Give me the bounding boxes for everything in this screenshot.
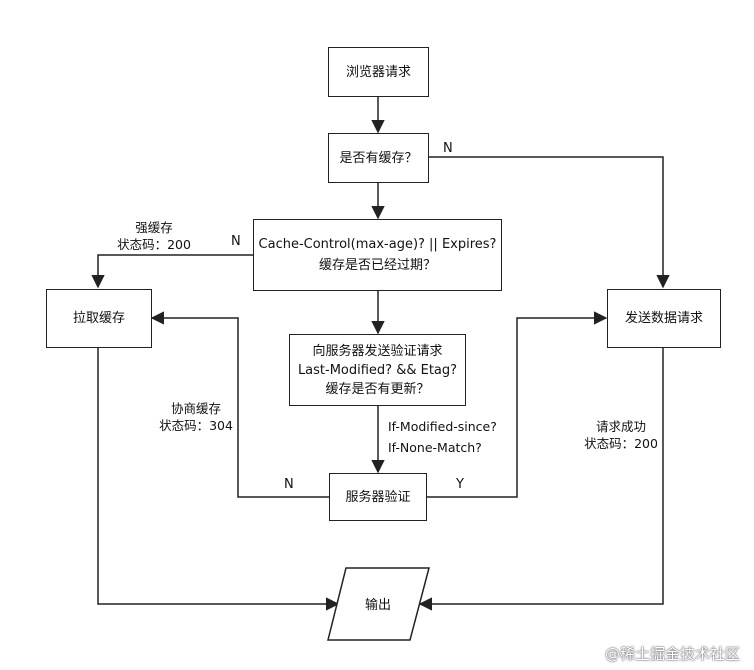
node-validate-line1: 向服务器发送验证请求	[312, 343, 443, 359]
label-strong-cache-line1: 强缓存	[135, 220, 173, 235]
node-has-cache: 是否有缓存？	[328, 133, 429, 183]
label-validation-headers: If-Modified-since? If-None-Match?	[388, 416, 497, 458]
node-check-expire-line2: 缓存是否已经过期？	[318, 258, 436, 273]
label-request-success-line2: 状态码：200	[584, 436, 658, 451]
arrow-no-cache-to-send	[429, 156, 670, 289]
node-server-validate-label: 服务器验证	[345, 489, 411, 505]
node-server-validate: 服务器验证	[329, 473, 427, 521]
output-shape	[327, 567, 430, 641]
node-read-cache: 拉取缓存	[46, 289, 152, 348]
label-negotiate-cache-line1: 协商缓存	[170, 401, 221, 416]
arrow-server-y-to-send	[427, 311, 608, 498]
node-has-cache-label: 是否有缓存？	[339, 150, 418, 166]
label-request-success-line1: 请求成功	[595, 419, 646, 434]
label-n-has-cache: N	[443, 141, 453, 156]
node-send-request: 发送数据请求	[607, 289, 721, 348]
arrow-not-expired-to-read	[91, 254, 253, 289]
arrow-server-n-to-read	[150, 311, 329, 498]
node-output-label: 输出	[364, 598, 391, 613]
arrow-send-to-output	[418, 348, 664, 611]
label-if-none-match: If-None-Match?	[388, 440, 482, 455]
label-negotiate-cache-line2: 状态码：304	[159, 418, 233, 433]
label-strong-cache-line2: 状态码：200	[117, 237, 191, 252]
node-check-expire-line1: Cache-Control(max-age)? || Expires?	[258, 237, 497, 252]
node-browser-request-label: 浏览器请求	[345, 64, 411, 80]
node-validate-line3: 缓存是否有更新？	[325, 381, 430, 397]
label-negotiate-cache: 协商缓存 状态码：304	[150, 400, 242, 434]
label-if-modified-since: If-Modified-since?	[388, 419, 497, 434]
node-read-cache-label: 拉取缓存	[72, 311, 125, 326]
node-browser-request: 浏览器请求	[328, 47, 429, 97]
label-strong-cache: 强缓存 状态码：200	[108, 219, 200, 253]
node-send-request-label: 发送数据请求	[624, 311, 703, 326]
label-y-server: Y	[456, 477, 464, 492]
label-n-expire: N	[231, 234, 241, 249]
label-request-success: 请求成功 状态码：200	[575, 418, 667, 452]
watermark: @稀土掘金技术社区	[604, 645, 740, 663]
node-validate-line2: Last-Modified? && Etag?	[297, 362, 458, 378]
label-n-server: N	[284, 477, 294, 492]
arrow-read-to-output	[97, 348, 340, 611]
node-validate-request: 向服务器发送验证请求 Last-Modified? && Etag? 缓存是否有…	[289, 334, 466, 406]
node-check-expire: Cache-Control(max-age)? || Expires? 缓存是否…	[253, 219, 502, 291]
node-output: 输出	[346, 594, 410, 613]
